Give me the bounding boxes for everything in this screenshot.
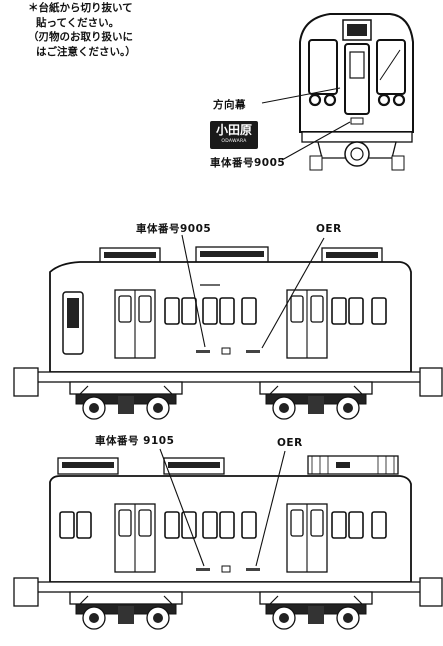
car-9005-number-label: 車体番号9005 (136, 223, 212, 235)
instruction-line-3: （刃物のお取り扱いに (28, 31, 133, 43)
front-car-number-label: 車体番号9005 (210, 157, 286, 169)
destination-sign-romaji: ODAWARA (221, 139, 247, 144)
car-9105-oer-label: OER (277, 437, 303, 449)
car-9105-side-view (13, 455, 443, 630)
car-9005-oer-label: OER (316, 223, 342, 235)
front-view-train (299, 13, 414, 171)
instruction-line-2: 貼ってください。 (36, 16, 120, 29)
destination-sign-sample: 小田原 ODAWARA (210, 121, 258, 149)
cutout-instructions: ＊台紙から切り抜いて 貼ってください。 （刃物のお取り扱いに はご注意ください。… (28, 1, 136, 59)
destination-board-label: 方向幕 (213, 99, 246, 111)
car-9105-number-label: 車体番号 9105 (95, 435, 175, 447)
instruction-line-4: はご注意ください。） (36, 45, 136, 58)
car-9005-side-view (13, 246, 443, 420)
instruction-line-1: ＊台紙から切り抜いて (28, 2, 133, 14)
destination-sign-kanji: 小田原 (215, 123, 252, 137)
